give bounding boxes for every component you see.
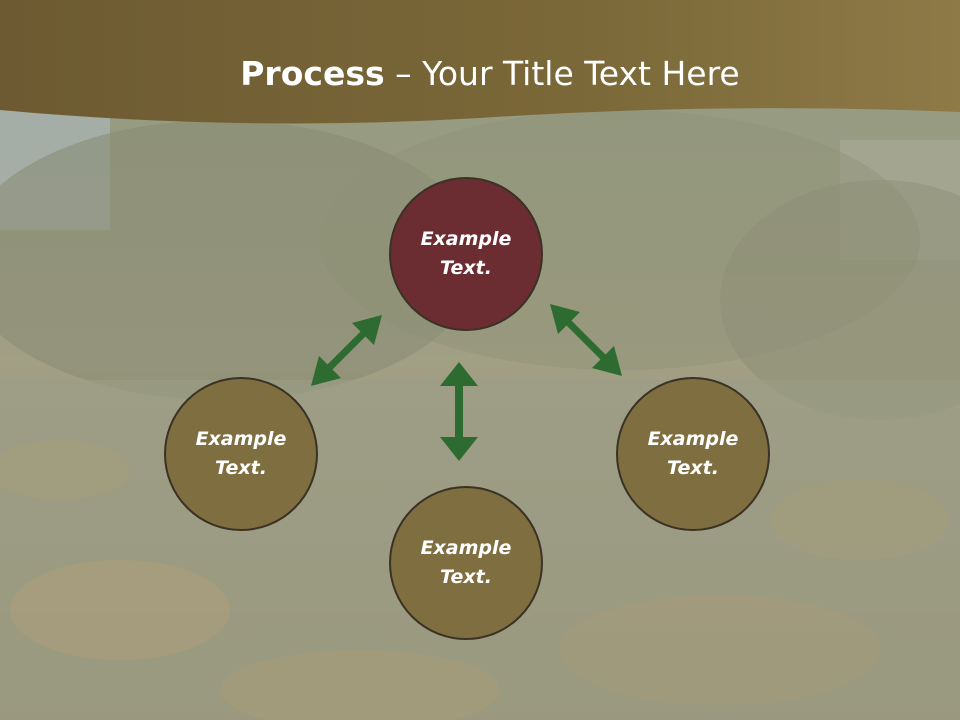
arrow-vertical: [440, 362, 478, 461]
step-label-top: Example Text.: [420, 228, 512, 279]
process-step-bottom: Example Text.: [389, 486, 543, 640]
process-step-top: Example Text.: [389, 177, 543, 331]
step-label-right: Example Text.: [647, 428, 739, 479]
title-bold-part: Process: [240, 54, 385, 93]
process-step-left: Example Text.: [164, 377, 318, 531]
arrow-top-left: [311, 315, 382, 386]
arrow-top-right: [550, 304, 622, 376]
step-label-left: Example Text.: [195, 428, 287, 479]
slide-title: Process – Your Title Text Here: [0, 52, 960, 96]
process-step-right: Example Text.: [616, 377, 770, 531]
step-label-bottom: Example Text.: [420, 537, 512, 588]
title-rest-part: – Your Title Text Here: [384, 54, 740, 93]
